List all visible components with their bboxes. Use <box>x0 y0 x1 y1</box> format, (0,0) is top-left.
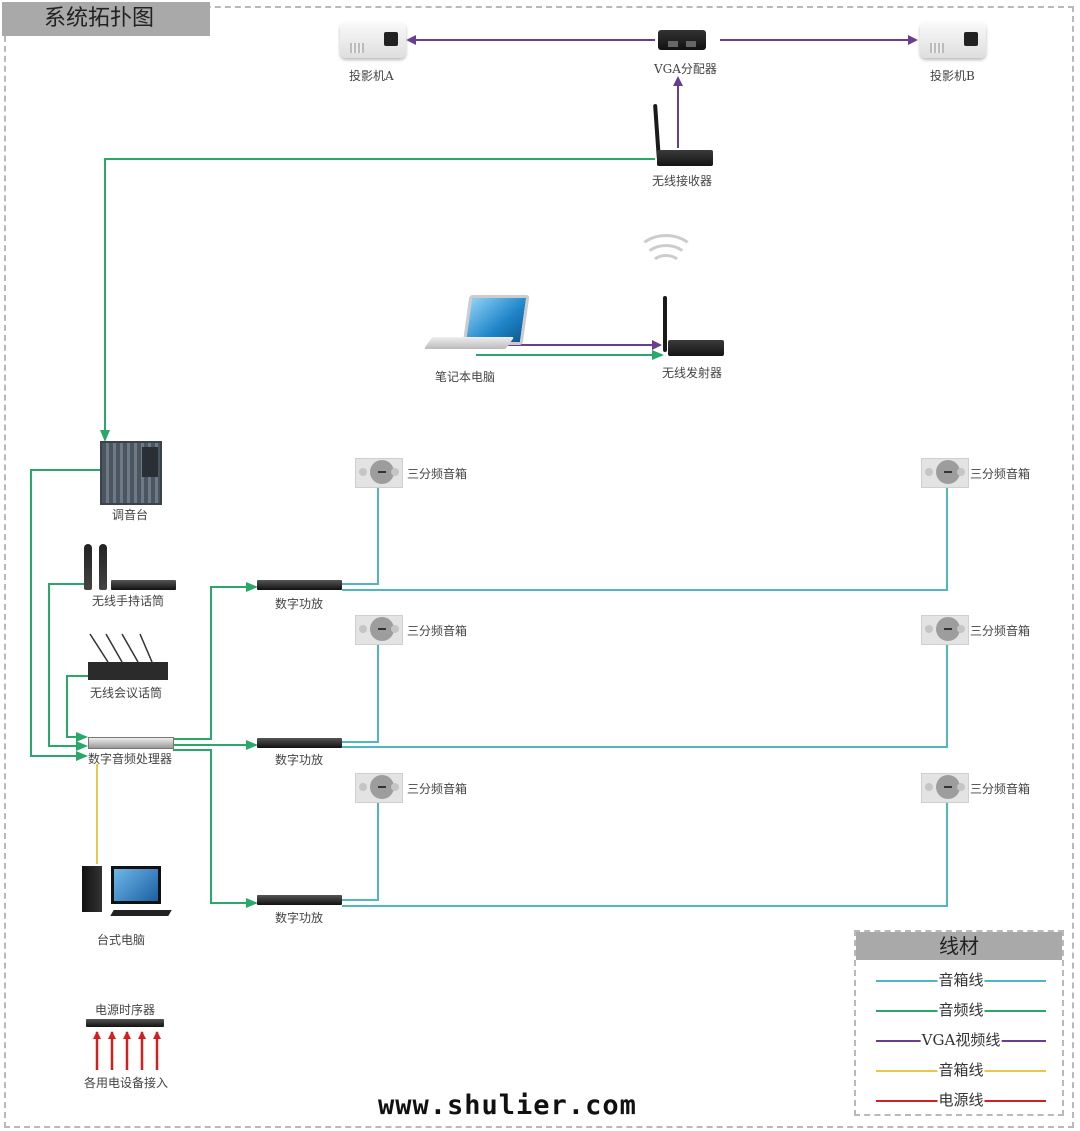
wireless-receiver-label: 无线接收器 <box>652 174 713 188</box>
legend-label: 音箱线 <box>937 970 985 990</box>
power-lines <box>93 1031 161 1070</box>
amplifier-1-label: 数字功放 <box>275 597 324 611</box>
speaker-line-amp-1-left <box>342 487 379 585</box>
amplifier-3-label: 数字功放 <box>275 911 324 925</box>
power-sequencer-icon <box>86 1019 164 1027</box>
audio-line-dsp-to-amp-3 <box>173 749 258 908</box>
legend: 线材 音箱线 音频线 VGA视频线 音箱线 电源线 <box>854 930 1064 1116</box>
audio-line-dsp-to-amp-1 <box>173 582 258 740</box>
wireless-receiver-icon <box>657 150 713 166</box>
conference-mic-icon <box>88 632 168 680</box>
audio-line-receiver-to-mixer <box>100 158 655 442</box>
wireless-transmitter-icon <box>668 340 724 356</box>
pc-monitor-icon <box>111 866 161 904</box>
laptop-base <box>423 337 515 349</box>
projector-a-icon <box>340 22 406 58</box>
speaker-3-icon <box>355 615 403 645</box>
diagram-frame <box>4 6 1074 1128</box>
mixer-label: 调音台 <box>112 508 149 522</box>
desktop-pc-label: 台式电脑 <box>97 933 146 947</box>
handheld-mic-icon <box>84 544 92 590</box>
speaker-1-label: 三分频音箱 <box>407 467 468 481</box>
speaker-line-amp-2-right <box>342 644 948 748</box>
wifi-signal-arc <box>643 244 689 277</box>
laptop-label: 笔记本电脑 <box>435 370 496 384</box>
watermark: www.shulier.com <box>378 1090 637 1121</box>
legend-label: 音箱线 <box>937 1060 985 1080</box>
amplifier-2-icon <box>257 738 342 748</box>
diagram-title: 系统拓扑图 <box>2 2 210 36</box>
mixer-icon <box>100 441 162 505</box>
desktop-pc-icon <box>82 866 102 912</box>
legend-item-speaker-line-yellow: 音箱线 <box>876 1060 1046 1080</box>
speaker-3-label: 三分频音箱 <box>407 624 468 638</box>
speaker-1-icon <box>355 458 403 488</box>
speaker-line-amp-3-right <box>342 802 948 907</box>
speaker-line-amp-1-right <box>342 487 948 591</box>
vga-splitter-label: VGA分配器 <box>654 62 717 76</box>
speaker-4-icon <box>921 615 969 645</box>
speaker-line-amp-3-left <box>342 802 379 901</box>
power-sequencer-label: 电源时序器 <box>95 1003 156 1017</box>
power-inputs-label: 各用电设备接入 <box>84 1076 169 1090</box>
audio-line-conference-mic-to-dsp <box>66 675 88 742</box>
projector-a-label: 投影机A <box>349 69 394 83</box>
legend-label: 音频线 <box>937 1000 985 1020</box>
speaker-5-icon <box>355 773 403 803</box>
dsp-label: 数字音频处理器 <box>88 752 173 766</box>
legend-item-audio-line: 音频线 <box>876 1000 1046 1020</box>
audio-line-handheld-mic-to-dsp <box>48 583 88 751</box>
speaker-6-label: 三分频音箱 <box>970 782 1031 796</box>
legend-label: VGA视频线 <box>920 1030 1002 1050</box>
mic-receiver-icon <box>111 580 176 590</box>
speaker-2-label: 三分频音箱 <box>970 467 1031 481</box>
wireless-transmitter-label: 无线发射器 <box>662 366 723 380</box>
legend-item-speaker-line: 音箱线 <box>876 970 1046 990</box>
handheld-mic-label: 无线手持话筒 <box>92 594 165 608</box>
conference-mic-label: 无线会议话筒 <box>90 686 163 700</box>
vga-splitter-icon <box>658 30 706 50</box>
dsp-icon <box>88 737 174 749</box>
speaker-4-label: 三分频音箱 <box>970 624 1031 638</box>
wifi-signal-icon <box>636 234 696 277</box>
projector-b-label: 投影机B <box>930 69 975 83</box>
legend-title: 线材 <box>856 932 1062 960</box>
projector-b-icon <box>920 22 986 58</box>
speaker-line-amp-2-left <box>342 644 379 743</box>
transmitter-antenna-icon <box>663 296 667 352</box>
wifi-signal-arc <box>650 254 682 277</box>
speaker-2-icon <box>921 458 969 488</box>
legend-item-vga-line: VGA视频线 <box>876 1030 1046 1050</box>
amplifier-3-icon <box>257 895 342 905</box>
amplifier-2-label: 数字功放 <box>275 753 324 767</box>
pc-keyboard-icon <box>110 910 172 916</box>
speaker-5-label: 三分频音箱 <box>407 782 468 796</box>
audio-line-mixer-to-dsp <box>30 469 102 761</box>
legend-item-power-line: 电源线 <box>876 1090 1046 1110</box>
handheld-mic-icon <box>99 544 107 590</box>
amplifier-1-icon <box>257 580 342 590</box>
speaker-6-icon <box>921 773 969 803</box>
legend-label: 电源线 <box>937 1090 985 1110</box>
